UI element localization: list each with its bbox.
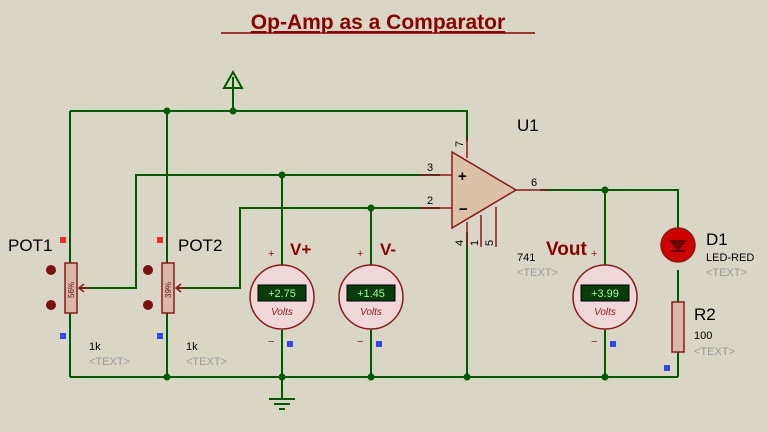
wires <box>69 88 679 398</box>
wire-output-net <box>540 189 679 228</box>
resistor-text-placeholder: <TEXT> <box>694 346 735 358</box>
opamp-pin-4: 4 <box>454 240 466 246</box>
pot1-value: 1k <box>89 341 101 353</box>
pot2-ref: POT2 <box>178 236 222 255</box>
meter-display <box>257 284 307 302</box>
meter-label: V- <box>380 240 396 259</box>
opamp-pin-7: 7 <box>454 141 466 147</box>
wire-top-rail <box>70 110 468 141</box>
power-terminal-icon[interactable] <box>222 69 244 89</box>
wire-noninv-net <box>80 174 440 289</box>
junction-dot <box>367 373 375 381</box>
meter-pin-marker <box>610 341 616 347</box>
led-diode-icon <box>669 240 687 252</box>
meter-unit: Volts <box>594 307 616 318</box>
pot1-wiper-arrow-icon <box>77 283 89 293</box>
junction-dot <box>229 107 237 115</box>
pot1-text-placeholder: <TEXT> <box>89 356 130 368</box>
meter-reading: +1.45 <box>357 288 385 300</box>
opamp-plus-sign: + <box>458 168 467 185</box>
meter-plus-terminal: + <box>591 248 597 260</box>
meter-label: V+ <box>290 240 311 259</box>
meter-pin-marker <box>287 341 293 347</box>
pot1-adjust-up-button[interactable] <box>46 265 56 275</box>
pot2-adjust-up-button[interactable] <box>143 265 153 275</box>
pot2-value: 1k <box>186 341 198 353</box>
meter-unit: Volts <box>360 307 382 318</box>
meter-minus-terminal: − <box>357 336 363 348</box>
opamp-pin-1: 1 <box>469 240 481 246</box>
pot1-component[interactable]: POT1 56% 1k <TEXT> <box>8 236 130 368</box>
opamp-pin-2: 2 <box>427 195 433 207</box>
meter-label: Vout <box>546 239 587 260</box>
ground-icon[interactable] <box>269 398 295 410</box>
meter-reading: +2.75 <box>268 288 296 300</box>
pot2-component[interactable]: POT2 39% 1k <TEXT> <box>143 236 227 368</box>
led-component[interactable]: D1 LED-RED <TEXT> <box>660 227 754 279</box>
opamp-minus-sign: − <box>459 201 468 218</box>
junction-dot <box>278 373 286 381</box>
junction-dot <box>601 186 609 194</box>
pot2-body <box>161 262 175 314</box>
junction-dot <box>163 107 171 115</box>
junction-dot <box>278 171 286 179</box>
meter-display <box>580 284 630 302</box>
meter-plus-terminal: + <box>357 248 363 260</box>
pot2-pin-marker <box>157 237 163 243</box>
pot1-body <box>64 262 78 314</box>
pot1-adjust-down-button[interactable] <box>46 300 56 310</box>
pot2-text-placeholder: <TEXT> <box>186 356 227 368</box>
opamp-triangle <box>451 150 518 230</box>
voltmeter-vplus[interactable]: V+ +2.75 Volts + − <box>249 240 315 348</box>
junction-dot <box>601 373 609 381</box>
resistor-component[interactable]: R2 100 <TEXT> <box>664 301 735 371</box>
meter-reading: +3.99 <box>591 288 619 300</box>
pot1-pin-marker-bottom <box>60 333 66 339</box>
opamp-value: 741 <box>517 252 535 264</box>
meter-pin-marker <box>376 341 382 347</box>
meter-display <box>346 284 396 302</box>
led-value: LED-RED <box>706 252 754 264</box>
meter-unit: Volts <box>271 307 293 318</box>
resistor-pin-marker <box>664 365 670 371</box>
junction-dot <box>163 373 171 381</box>
meter-minus-terminal: − <box>591 336 597 348</box>
meter-plus-terminal: + <box>268 248 274 260</box>
schematic-title: Op-Amp as a Comparator <box>251 11 505 34</box>
junction-dot <box>463 373 471 381</box>
opamp-pin-5: 5 <box>484 240 496 246</box>
pot1-pin-marker <box>60 237 66 243</box>
led-text-placeholder: <TEXT> <box>706 267 747 279</box>
resistor-value: 100 <box>694 330 712 342</box>
wire-inv-net <box>177 207 440 289</box>
pot2-pin-marker-bottom <box>157 333 163 339</box>
resistor-body <box>671 301 685 353</box>
junctions <box>163 107 609 381</box>
opamp-component[interactable]: U1 + − 3 2 6 7 4 1 5 741 <TEXT> <box>420 116 558 279</box>
pot1-wiper-text: 56% <box>67 282 76 298</box>
led-ref: D1 <box>706 230 728 249</box>
meter-minus-terminal: − <box>268 336 274 348</box>
opamp-pin-3: 3 <box>427 162 433 174</box>
voltmeter-vminus[interactable]: V- +1.45 Volts + − <box>338 240 404 348</box>
opamp-ref: U1 <box>517 116 539 135</box>
opamp-pin-6: 6 <box>531 177 537 189</box>
resistor-ref: R2 <box>694 305 716 324</box>
pot2-wiper-text: 39% <box>164 282 173 298</box>
pot2-wiper-arrow-icon <box>174 283 186 293</box>
opamp-text-placeholder: <TEXT> <box>517 267 558 279</box>
junction-dot <box>367 204 375 212</box>
pot1-ref: POT1 <box>8 236 52 255</box>
pot2-adjust-down-button[interactable] <box>143 300 153 310</box>
voltmeter-vout[interactable]: Vout +3.99 Volts + − <box>546 239 638 348</box>
